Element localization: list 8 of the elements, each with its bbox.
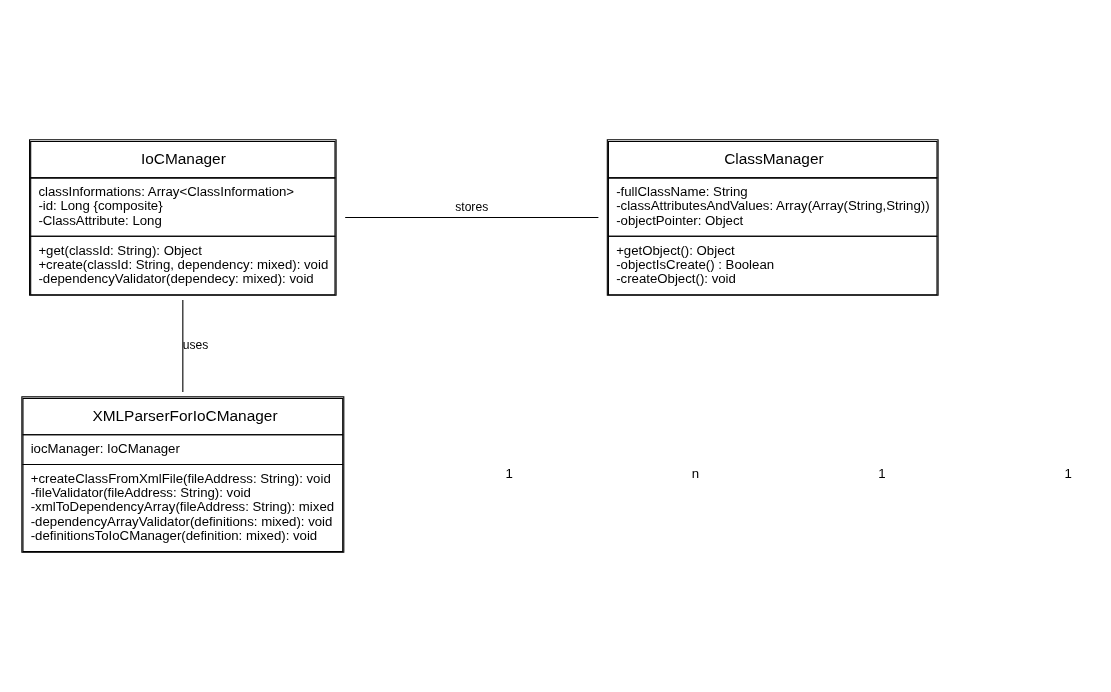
label: 1: [505, 465, 513, 481]
edge-label: uses: [182, 338, 209, 353]
label: 1: [878, 465, 886, 481]
label: 1: [1064, 465, 1072, 481]
label: n: [691, 465, 700, 481]
edge-label: stores: [455, 199, 489, 214]
connector: [182, 299, 184, 393]
connector: [344, 217, 599, 219]
